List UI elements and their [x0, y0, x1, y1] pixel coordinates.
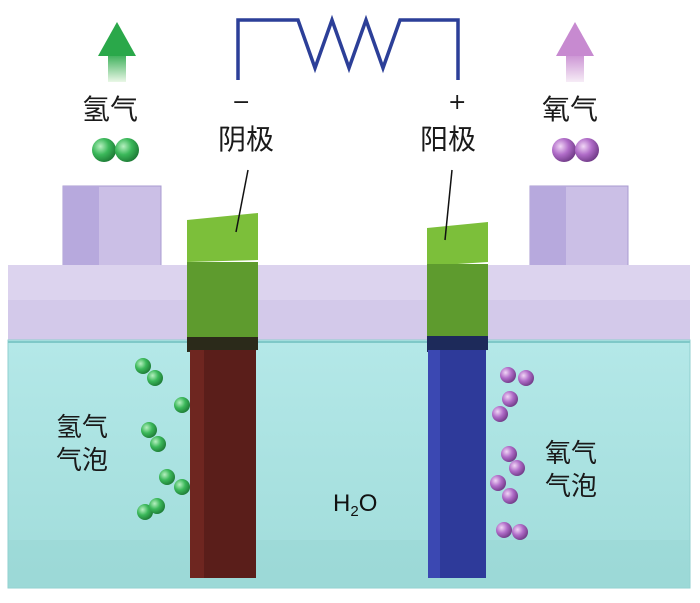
cathode-sign: −: [232, 90, 251, 115]
hydrogen-molecule-icon: [92, 138, 139, 162]
arrow-up-purple-icon: [556, 22, 594, 82]
resistor-icon: [236, 14, 460, 80]
hydrogen-bubbles: [135, 358, 190, 520]
oxygen-molecule-icon: [552, 138, 599, 162]
water-formula-subscript: 2: [350, 503, 359, 520]
oxygen-gas-label: 氧气: [542, 93, 599, 126]
oxygen-collector: [529, 185, 629, 267]
cathode-electrode: [187, 213, 258, 578]
anode-sign: +: [448, 90, 467, 115]
cathode-label: 阴极: [218, 123, 275, 156]
hydrogen-bubbles-label-line2: 气泡: [56, 445, 109, 476]
arrow-up-green-icon: [98, 22, 136, 82]
hydrogen-bubbles-label: 氢气 气泡: [56, 412, 108, 477]
anode-label: 阳极: [420, 123, 477, 156]
oxygen-bubbles: [490, 367, 534, 540]
hydrogen-gas-label: 氢气: [82, 93, 139, 126]
oxygen-bubbles-label: 氧气 气泡: [545, 438, 597, 503]
anode-electrode: [427, 222, 488, 578]
water-formula-o: O: [358, 490, 378, 517]
hydrogen-bubbles-label-line1: 氢气: [56, 413, 109, 443]
water-formula: H2O: [333, 490, 377, 520]
water-formula-h: H: [333, 490, 351, 517]
oxygen-bubbles-label-line1: 氧气: [545, 439, 598, 469]
hydrogen-collector: [62, 185, 162, 267]
oxygen-bubbles-label-line2: 气泡: [545, 471, 598, 502]
